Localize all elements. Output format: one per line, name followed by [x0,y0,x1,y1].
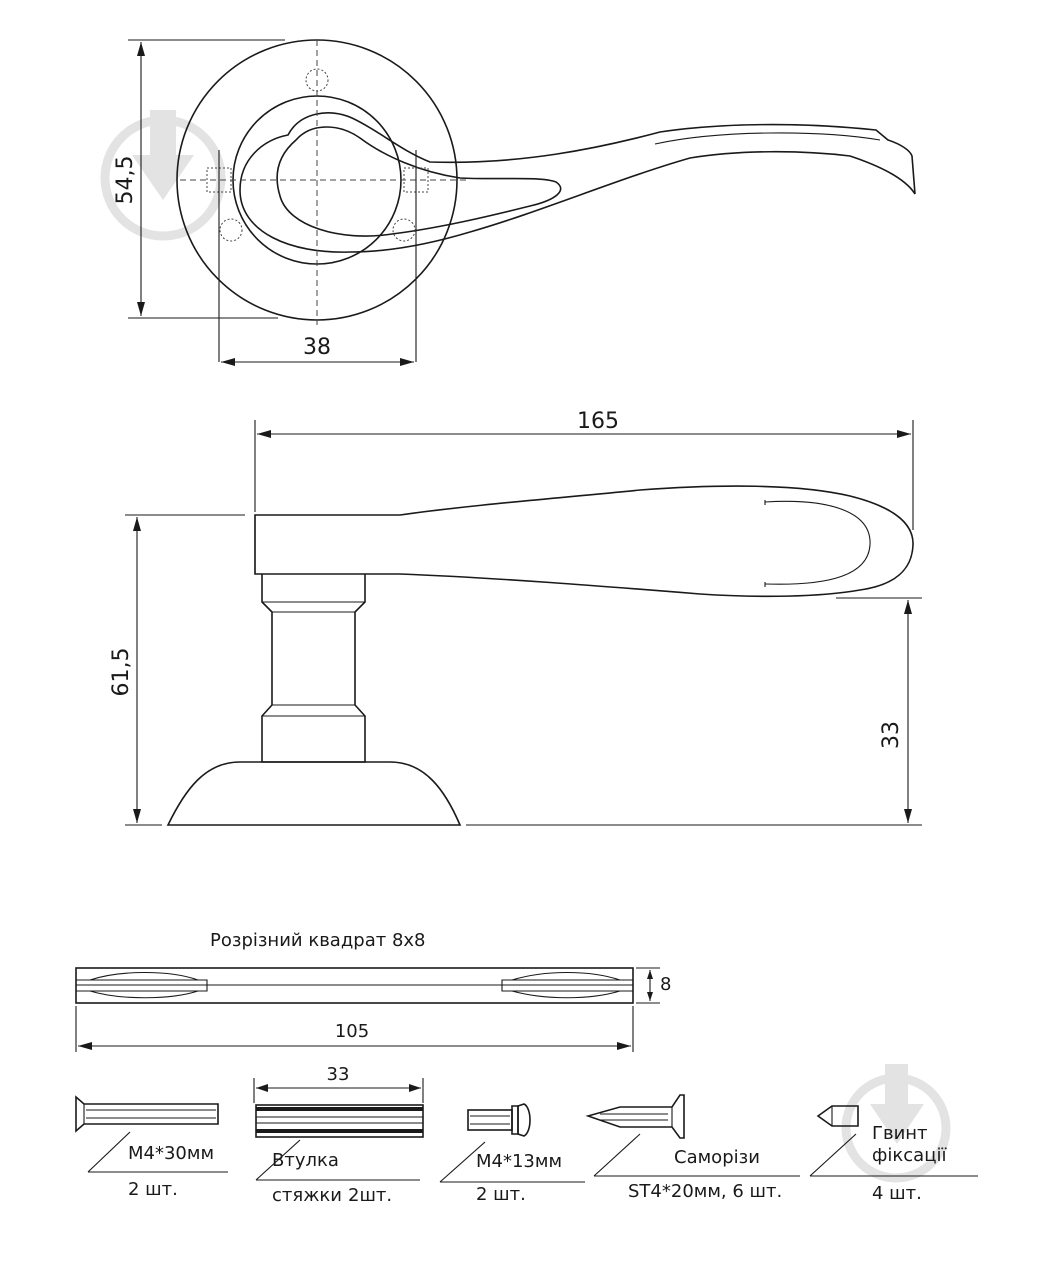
side-view: 165 61,5 33 [109,409,922,826]
part-m4x13-name: M4*13мм [476,1151,562,1172]
part-m4x13: M4*13мм 2 шт. [439,1103,585,1205]
part-screws-qty: ST4*20мм, 6 шт. [628,1181,782,1202]
dim-rosette-holes: 38 [303,335,331,360]
lever-inner-drop [276,126,562,237]
watermark-icon [841,1064,951,1183]
dim-sleeve-length: 33 [327,1064,350,1085]
lever-side-outline [254,485,914,598]
part-m4x30-name: M4*30мм [128,1143,214,1164]
dim-spindle-length: 105 [335,1021,369,1042]
dim-rosette-height: 54,5 [113,156,138,205]
part-fixing-name: Гвинт [872,1123,928,1144]
spindle: Розрізний квадрат 8х8 8 105 [75,930,671,1052]
part-screws-name: Саморізи [674,1147,760,1168]
part-m4x30-qty: 2 шт. [128,1179,178,1200]
part-fixing-screw: Гвинт фіксації 4 шт. [809,1105,978,1204]
rosette-base [166,761,462,826]
dim-lever-height: 33 [879,721,904,749]
part-fixing-qty: 4 шт. [872,1183,922,1204]
watermark-icon [100,110,226,241]
top-view: 54,5 38 [113,39,916,366]
part-sleeve-name: Втулка [272,1150,339,1171]
lever-top-outline [239,112,916,253]
part-m4x13-qty: 2 шт. [476,1184,526,1205]
dim-handle-length: 165 [577,409,619,434]
part-m4x30: M4*30мм 2 шт. [75,1095,228,1200]
spindle-label: Розрізний квадрат 8х8 [210,930,426,951]
dim-total-height: 61,5 [109,648,134,697]
dim-spindle-size: 8 [660,974,671,995]
part-self-tapping-screws: Саморізи ST4*20мм, 6 шт. [585,1094,800,1202]
part-fixing-name2: фіксації [872,1145,947,1166]
